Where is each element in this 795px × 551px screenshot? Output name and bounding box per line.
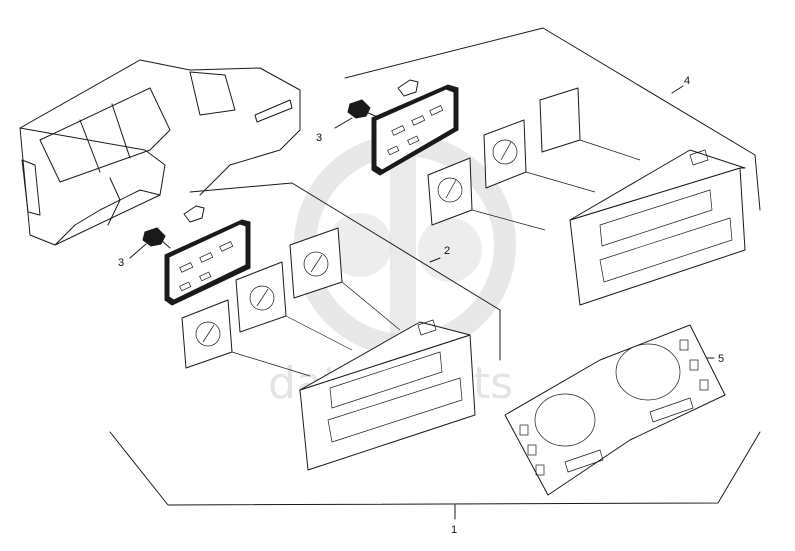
lower-board-slot-1 <box>179 262 194 273</box>
dashboard-lower <box>54 189 161 246</box>
watermark-logo-dot-left <box>328 213 392 277</box>
lower-knob-leader-1 <box>231 351 311 377</box>
lower-knob-2-pointer <box>256 288 269 307</box>
lower-bulb-wire <box>160 239 171 249</box>
bezel-outline <box>504 324 726 496</box>
callout-4-leader <box>671 85 684 94</box>
lower-knob-module-1 <box>181 299 233 369</box>
bezel-button-3 <box>535 464 545 476</box>
bezel-button-2 <box>527 444 537 456</box>
lower-housing-tab <box>417 319 437 336</box>
bezel-slot-left <box>564 449 604 473</box>
dashboard-inner <box>39 87 171 183</box>
callout-1: 1 <box>451 524 457 536</box>
upper-housing-display <box>599 189 713 247</box>
bezel-button-6 <box>699 379 709 391</box>
lower-clip <box>183 205 205 223</box>
upper-knob-leader-2 <box>525 171 596 193</box>
upper-blank-plate-leader <box>579 139 641 161</box>
lower-control-board <box>129 205 251 306</box>
callout-4: 4 <box>684 75 690 87</box>
callout-5: 5 <box>718 353 724 365</box>
dashboard-gauge-divider-1 <box>79 119 101 173</box>
lower-knob-2 <box>249 285 275 311</box>
callout-3-upper: 3 <box>316 132 322 144</box>
dashboard-outline <box>19 59 301 246</box>
dashboard-side-panel <box>21 159 41 216</box>
lower-housing-top <box>299 321 471 391</box>
lower-housing-opening <box>327 377 463 443</box>
upper-knob-1-pointer <box>445 179 457 199</box>
callout-2: 2 <box>444 245 450 257</box>
outline-bottom <box>109 431 761 506</box>
callout-3a-leader <box>334 117 353 129</box>
bezel-button-1 <box>519 424 529 436</box>
upper-housing <box>569 149 746 306</box>
upper-board-slot-5 <box>407 135 420 146</box>
upper-blank-plate <box>539 87 581 153</box>
bezel-slot-right <box>649 397 694 423</box>
lower-bulb-socket <box>142 227 166 247</box>
callouts: 1 2 3 3 4 5 <box>118 75 724 536</box>
upper-housing-top <box>569 149 746 221</box>
upper-knob-leader-1 <box>471 209 546 231</box>
upper-clip <box>397 79 419 97</box>
callout-2-leader <box>429 257 441 263</box>
lower-board-slot-5 <box>199 271 212 282</box>
lower-knob-1-pointer <box>202 324 215 343</box>
lower-board-slot-4 <box>179 281 192 292</box>
upper-knob-modules <box>427 87 641 231</box>
lower-knob-modules <box>181 227 401 377</box>
lower-knob-module-2 <box>235 261 287 333</box>
lower-board-slot-2 <box>199 252 214 263</box>
upper-housing-tab <box>689 149 709 166</box>
upper-knob-module-2 <box>483 119 527 189</box>
dashboard-slot <box>254 99 293 123</box>
dashboard-vent <box>189 71 236 116</box>
bezel-gauge-right <box>615 343 681 401</box>
dashboard-gauge-divider-2 <box>111 103 131 159</box>
upper-control-board <box>334 79 459 176</box>
upper-board-slot-4 <box>387 145 400 156</box>
upper-knob-1 <box>437 177 463 203</box>
bezel <box>504 324 726 496</box>
upper-board-slot-3 <box>429 105 444 116</box>
upper-bulb-socket <box>347 99 371 119</box>
bezel-gauge-left <box>534 393 596 447</box>
lower-knob-3 <box>303 251 329 277</box>
callout-3-lower: 3 <box>118 257 124 269</box>
upper-board-slot-1 <box>391 125 406 136</box>
watermark-logo-dot-right <box>418 218 482 282</box>
lower-board-face <box>168 223 247 301</box>
upper-knob-2-pointer <box>500 141 512 161</box>
upper-board-face <box>375 88 455 171</box>
outline-mid <box>189 182 501 361</box>
callout-3b-leader <box>129 243 147 259</box>
upper-housing-opening <box>599 217 733 283</box>
dashboard-bezel <box>19 127 166 246</box>
bezel-button-5 <box>689 359 699 371</box>
dashboard-top <box>19 59 301 196</box>
dashboard-column <box>107 177 121 226</box>
lower-knob-3-pointer <box>310 254 323 273</box>
lower-housing-display <box>329 351 443 409</box>
upper-board-slot-2 <box>411 115 426 126</box>
lower-knob-leader-3 <box>341 281 401 331</box>
lower-knob-1 <box>195 321 221 347</box>
lower-housing <box>299 319 476 471</box>
lower-knob-leader-2 <box>285 315 353 351</box>
upper-knob-2 <box>492 139 518 165</box>
upper-bulb-wire <box>365 111 381 119</box>
assembly-outline <box>109 27 761 520</box>
lower-board-slot-3 <box>219 241 234 252</box>
bezel-button-4 <box>679 339 689 351</box>
outline-top-right <box>344 27 761 211</box>
watermark-logo-bar <box>390 150 416 350</box>
